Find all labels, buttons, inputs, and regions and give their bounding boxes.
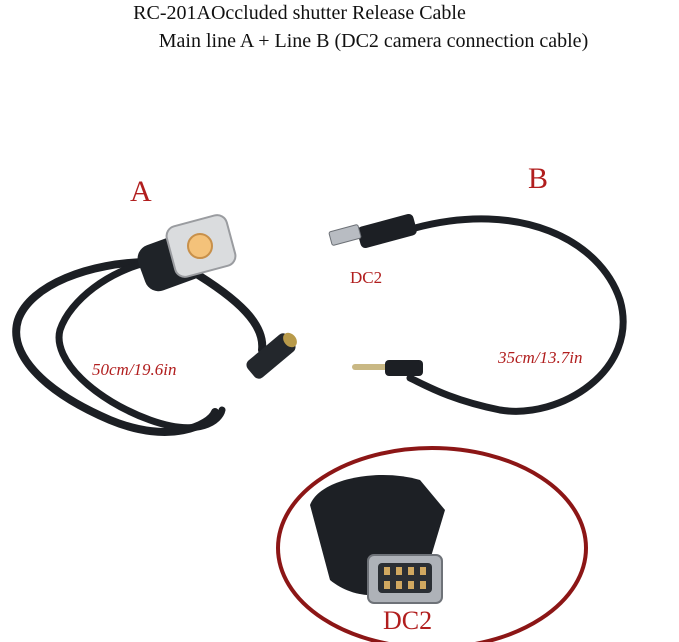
dc2-plug [328,213,417,249]
dc2-connector-closeup [310,474,445,604]
dc2-label-top: DC2 [350,268,383,287]
remote-switch [137,214,237,292]
cable-b [406,215,627,415]
label-b: B [528,162,549,195]
length-b: 35cm/13.7in [498,348,583,367]
connector-a [246,332,297,379]
label-a: A [130,175,152,208]
title-line-1: RC-201AOccluded shutter Release Cable [133,2,466,24]
cable-a [12,258,267,436]
length-a: 50cm/19.6in [92,360,177,379]
title-line-2: Main line A + Line B (DC2 camera connect… [158,30,589,52]
dc2-label-zoom: DC2 [383,606,433,635]
shutter-button-icon [187,233,213,259]
audio-plug [352,360,423,376]
